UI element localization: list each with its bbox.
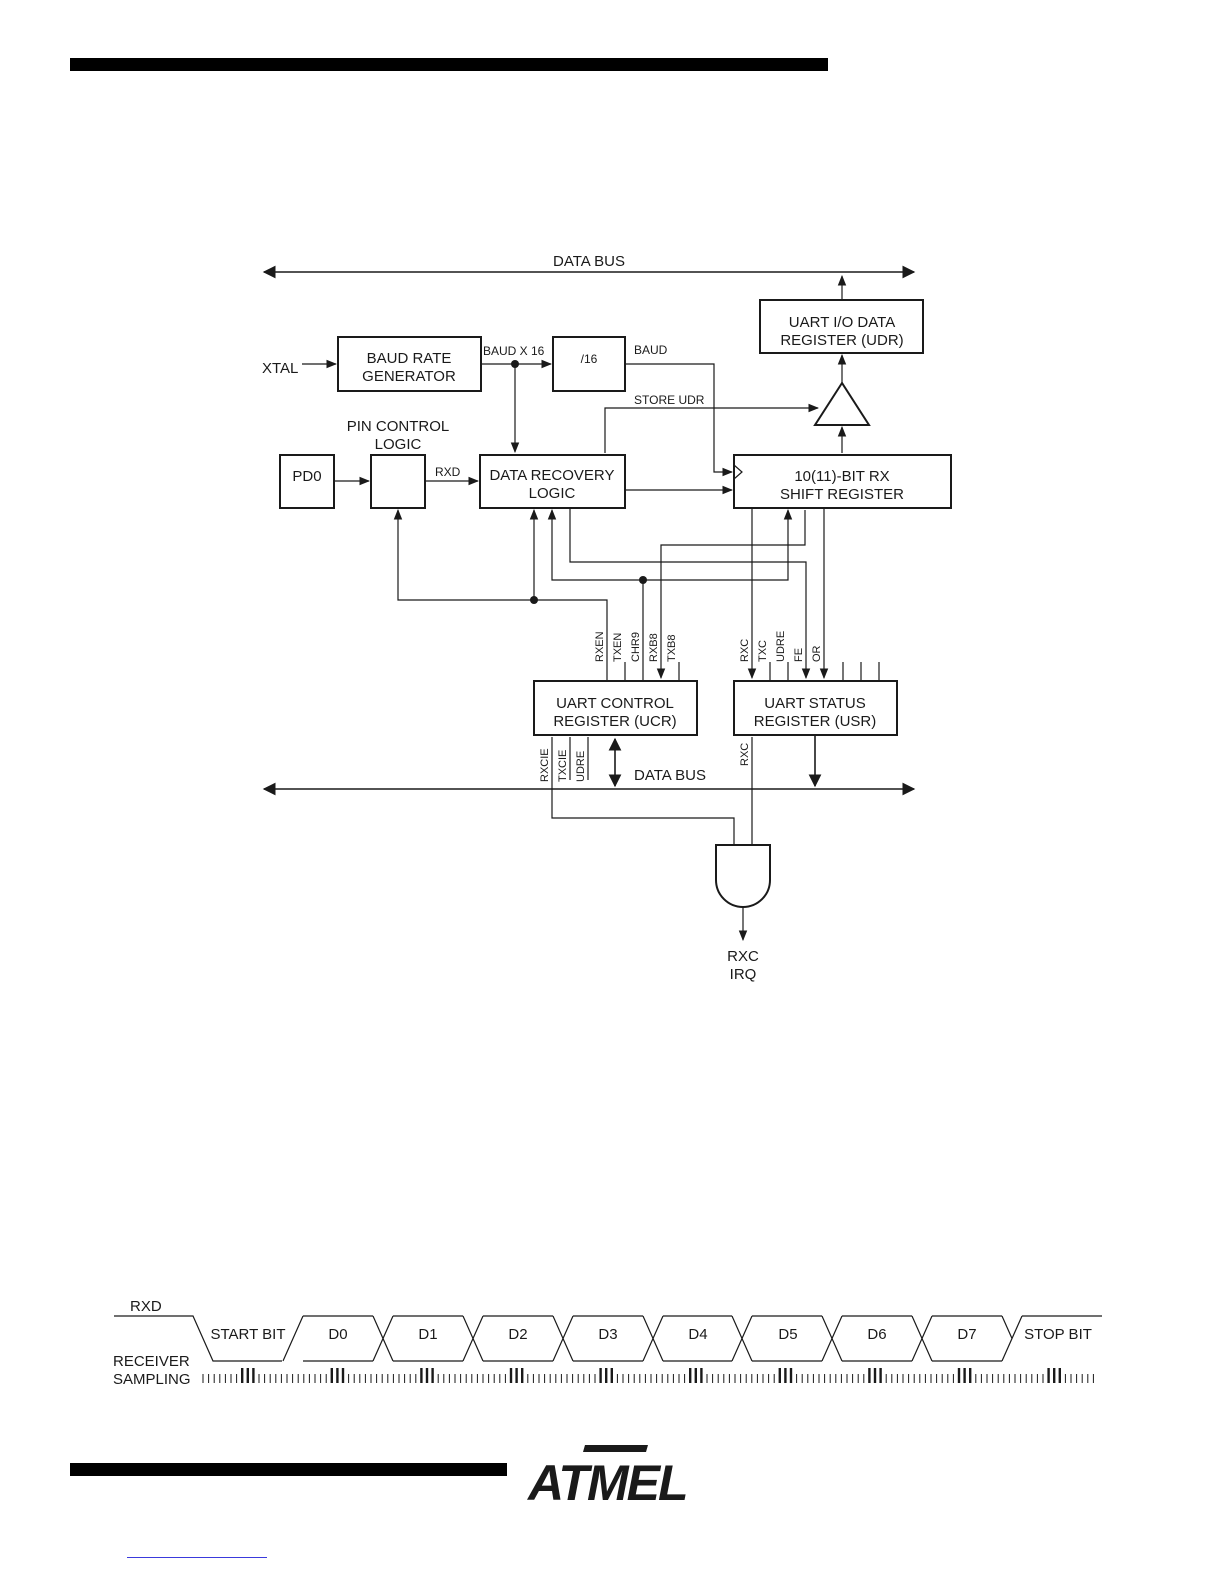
udr-label-line1: UART I/O DATA — [789, 314, 895, 331]
bit-rxc-bottom: RXC — [739, 743, 751, 766]
bit-transition — [821, 1315, 843, 1362]
timing-frame-label: D7 — [957, 1326, 976, 1343]
timing-frame-label: D0 — [328, 1326, 347, 1343]
bit-transition — [731, 1315, 753, 1362]
udr-label-line2: REGISTER (UDR) — [780, 332, 903, 349]
usr-label-line2: REGISTER (USR) — [754, 713, 877, 730]
footer-link-underline[interactable] — [127, 1557, 267, 1558]
usr-register-box: UART STATUS REGISTER (USR) — [733, 680, 898, 736]
pin-control-label-line2: LOGIC — [375, 436, 422, 453]
timing-frame-label: D1 — [418, 1326, 437, 1343]
timing-frame-label: D5 — [778, 1326, 797, 1343]
baud-rate-generator-box: BAUD RATE GENERATOR — [337, 336, 482, 392]
store-udr-wire — [604, 403, 820, 453]
footer-rule — [70, 1463, 507, 1476]
bit-udre: UDRE — [775, 631, 787, 662]
pin-control-box — [370, 454, 426, 509]
timing-frame-label: STOP BIT — [1024, 1326, 1092, 1343]
and-gate-inputs — [551, 737, 753, 845]
logo-text: ATMEL — [526, 1455, 686, 1511]
baud-wire — [625, 363, 734, 477]
xtal-label: XTAL — [262, 360, 298, 377]
atmel-logo: ATMEL — [526, 1445, 688, 1511]
bit-or: OR — [811, 645, 823, 662]
bit-transition — [642, 1315, 664, 1362]
bit-transition — [462, 1315, 484, 1362]
bit-fe: FE — [793, 648, 805, 662]
bit-chr9: CHR9 — [630, 632, 642, 662]
data-bus-top: DATA BUS — [262, 253, 916, 279]
ucr-bit-labels-bottom: RXCIE TXCIE UDRE — [539, 737, 589, 782]
baud-label: BAUD — [634, 343, 668, 357]
sampling-label-line1: RECEIVER — [113, 1353, 190, 1370]
shift-register-box: 10(11)-BIT RX SHIFT REGISTER — [733, 454, 952, 509]
timing-frame-label: D4 — [688, 1326, 707, 1343]
bit-txc: TXC — [757, 640, 769, 662]
bit-rxen: RXEN — [594, 631, 606, 662]
data-recovery-logic-box: DATA RECOVERY LOGIC — [479, 454, 626, 509]
brg-label-line2: GENERATOR — [362, 368, 456, 385]
bit-transition — [552, 1315, 574, 1362]
ucr-bit-labels-top: RXEN TXEN CHR9 RXB8 TXB8 — [594, 631, 678, 662]
udr-register-box: UART I/O DATA REGISTER (UDR) — [759, 299, 924, 354]
timing-frame-label: D3 — [598, 1326, 617, 1343]
bit-rxb8: RXB8 — [648, 633, 660, 662]
usr-bit-labels-top: RXC TXC UDRE FE OR — [739, 631, 823, 662]
pd0-label: PD0 — [292, 468, 321, 485]
brg-label-line1: BAUD RATE — [367, 350, 452, 367]
bit-udre-bottom: UDRE — [575, 751, 587, 782]
pin-control-label-line1: PIN CONTROL — [347, 418, 450, 435]
baud-x16-label: BAUD X 16 — [483, 344, 545, 358]
pd0-box: PD0 — [279, 454, 335, 509]
irq-label-line1: RXC — [727, 948, 759, 965]
irq-label-line2: IRQ — [730, 966, 757, 983]
ucr-register-box: UART CONTROL REGISTER (UCR) — [533, 680, 698, 736]
drl-label-line1: DATA RECOVERY — [489, 467, 614, 484]
timing-frame-label: D6 — [867, 1326, 886, 1343]
usr-label-line1: UART STATUS — [764, 695, 865, 712]
shift-label-line2: SHIFT REGISTER — [780, 486, 904, 503]
and-gate — [715, 844, 771, 908]
bit-txcie: TXCIE — [557, 750, 569, 782]
timing-frame-label: START BIT — [210, 1326, 285, 1343]
drl-label-line2: LOGIC — [529, 485, 576, 502]
bit-transition — [1001, 1315, 1023, 1362]
bit-transition — [282, 1315, 304, 1362]
ucr-label-line2: REGISTER (UCR) — [553, 713, 676, 730]
ucr-label-line1: UART CONTROL — [556, 695, 674, 712]
data-bus-bottom-label: DATA BUS — [634, 767, 706, 784]
bit-rxc: RXC — [739, 639, 751, 662]
control-wires — [393, 508, 880, 680]
data-bus-bottom: DATA BUS — [262, 767, 916, 796]
rxd-label: RXD — [435, 465, 461, 479]
header-rule — [70, 58, 828, 71]
timing-rxd-label: RXD — [130, 1298, 162, 1315]
store-udr-label: STORE UDR — [634, 393, 705, 407]
div16-box: /16 — [552, 336, 626, 392]
timing-frame-label: D2 — [508, 1326, 527, 1343]
buffer-triangle — [813, 381, 871, 426]
bit-transition — [372, 1315, 394, 1362]
rxd-timing-diagram: RXD START BIT D0 D1 D2 D3 D4 D5 D6 D7 STOP BIT RE… — [113, 1298, 1102, 1388]
bit-rxcie: RXCIE — [539, 748, 551, 782]
bit-txb8: TXB8 — [666, 634, 678, 662]
div16-label: /16 — [581, 352, 598, 366]
bit-transition — [911, 1315, 933, 1362]
sampling-label-line2: SAMPLING — [113, 1371, 191, 1388]
sampling-ticks — [202, 1368, 1094, 1383]
shift-label-line1: 10(11)-BIT RX — [794, 468, 889, 485]
data-bus-top-label: DATA BUS — [553, 253, 625, 270]
bit-txen: TXEN — [612, 633, 624, 662]
